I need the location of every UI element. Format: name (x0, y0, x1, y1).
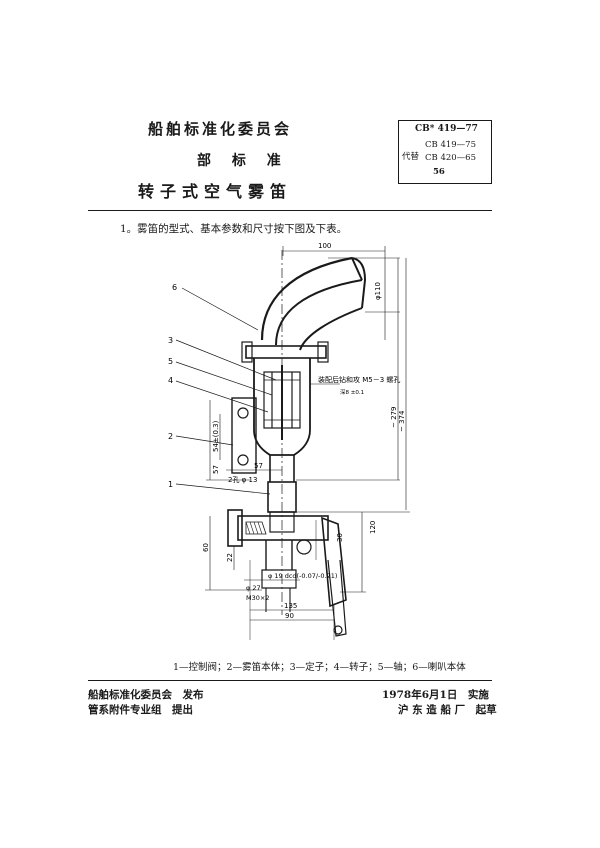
part-number-5: 5 (168, 357, 173, 366)
classification-number: 56 (433, 167, 445, 177)
dim-57-horizontal: 57 (254, 462, 263, 470)
dim-22: 22 (226, 553, 234, 562)
dim-279: ~ 279 (390, 407, 398, 428)
replaced-code-1: CB 419—75 (425, 140, 476, 150)
dim-phi-19: φ 19 dcd(-0.07/-0.21) (268, 572, 337, 580)
dim-135: 135 (284, 602, 297, 610)
dim-30: 30 (336, 533, 344, 542)
assembly-note: 装配后钻和攻 M5－3 螺孔 (318, 375, 400, 384)
dim-120: 120 (369, 521, 377, 534)
intro-text: 1。雾笛的型式、基本参数和尺寸按下图及下表。 (120, 223, 348, 235)
dim-100: 100 (318, 242, 331, 250)
replace-label: 代替 (402, 152, 420, 162)
standard-code-box: CB* 419—77 CB 419—75 代替 CB 420—65 56 (398, 120, 492, 184)
dim-374: ~ 374 (398, 410, 406, 432)
footer-effective-date: 1978年6月1日 实施 (382, 689, 489, 701)
footer-rule (88, 680, 492, 681)
part-number-4: 4 (168, 376, 173, 385)
dim-phi-110: φ110 (374, 282, 382, 300)
part-number-6: 6 (172, 283, 177, 292)
dim-90: 90 (285, 612, 294, 620)
footer-issued-by: 船舶标准化委员会 发布 (88, 689, 204, 701)
header-rule (88, 210, 492, 211)
parts-legend: 1—控制阀；2—雾笛本体；3—定子；4—转子；5—轴；6—喇叭本体 (173, 662, 466, 673)
replaced-code-2: CB 420—65 (425, 153, 476, 163)
issuing-organization: 船舶标准化委员会 (148, 120, 293, 138)
dim-57-vertical: 57 (212, 465, 220, 474)
standard-code: CB* 419—77 (415, 124, 478, 134)
dim-60: 60 (202, 543, 210, 552)
part-number-3: 3 (168, 336, 173, 345)
footer-drafted-by: 沪 东 造 船 厂 起草 (398, 704, 497, 716)
assembly-note-depth: 深8 ±0.1 (340, 388, 364, 396)
dim-phi-27: φ 27 (246, 584, 261, 592)
part-number-2: 2 (168, 432, 173, 441)
dim-54: 54±(0.3) (212, 420, 220, 452)
part-number-1: 1 (168, 480, 173, 489)
document-title: 转子式空气雾笛 (138, 182, 293, 201)
standard-level: 部 标 准 (197, 153, 289, 169)
dim-2-holes: 2孔 φ 13 (228, 476, 257, 484)
dim-m30: M30×2 (246, 594, 269, 602)
footer-proposed-by: 管系附件专业组 提出 (88, 704, 193, 716)
